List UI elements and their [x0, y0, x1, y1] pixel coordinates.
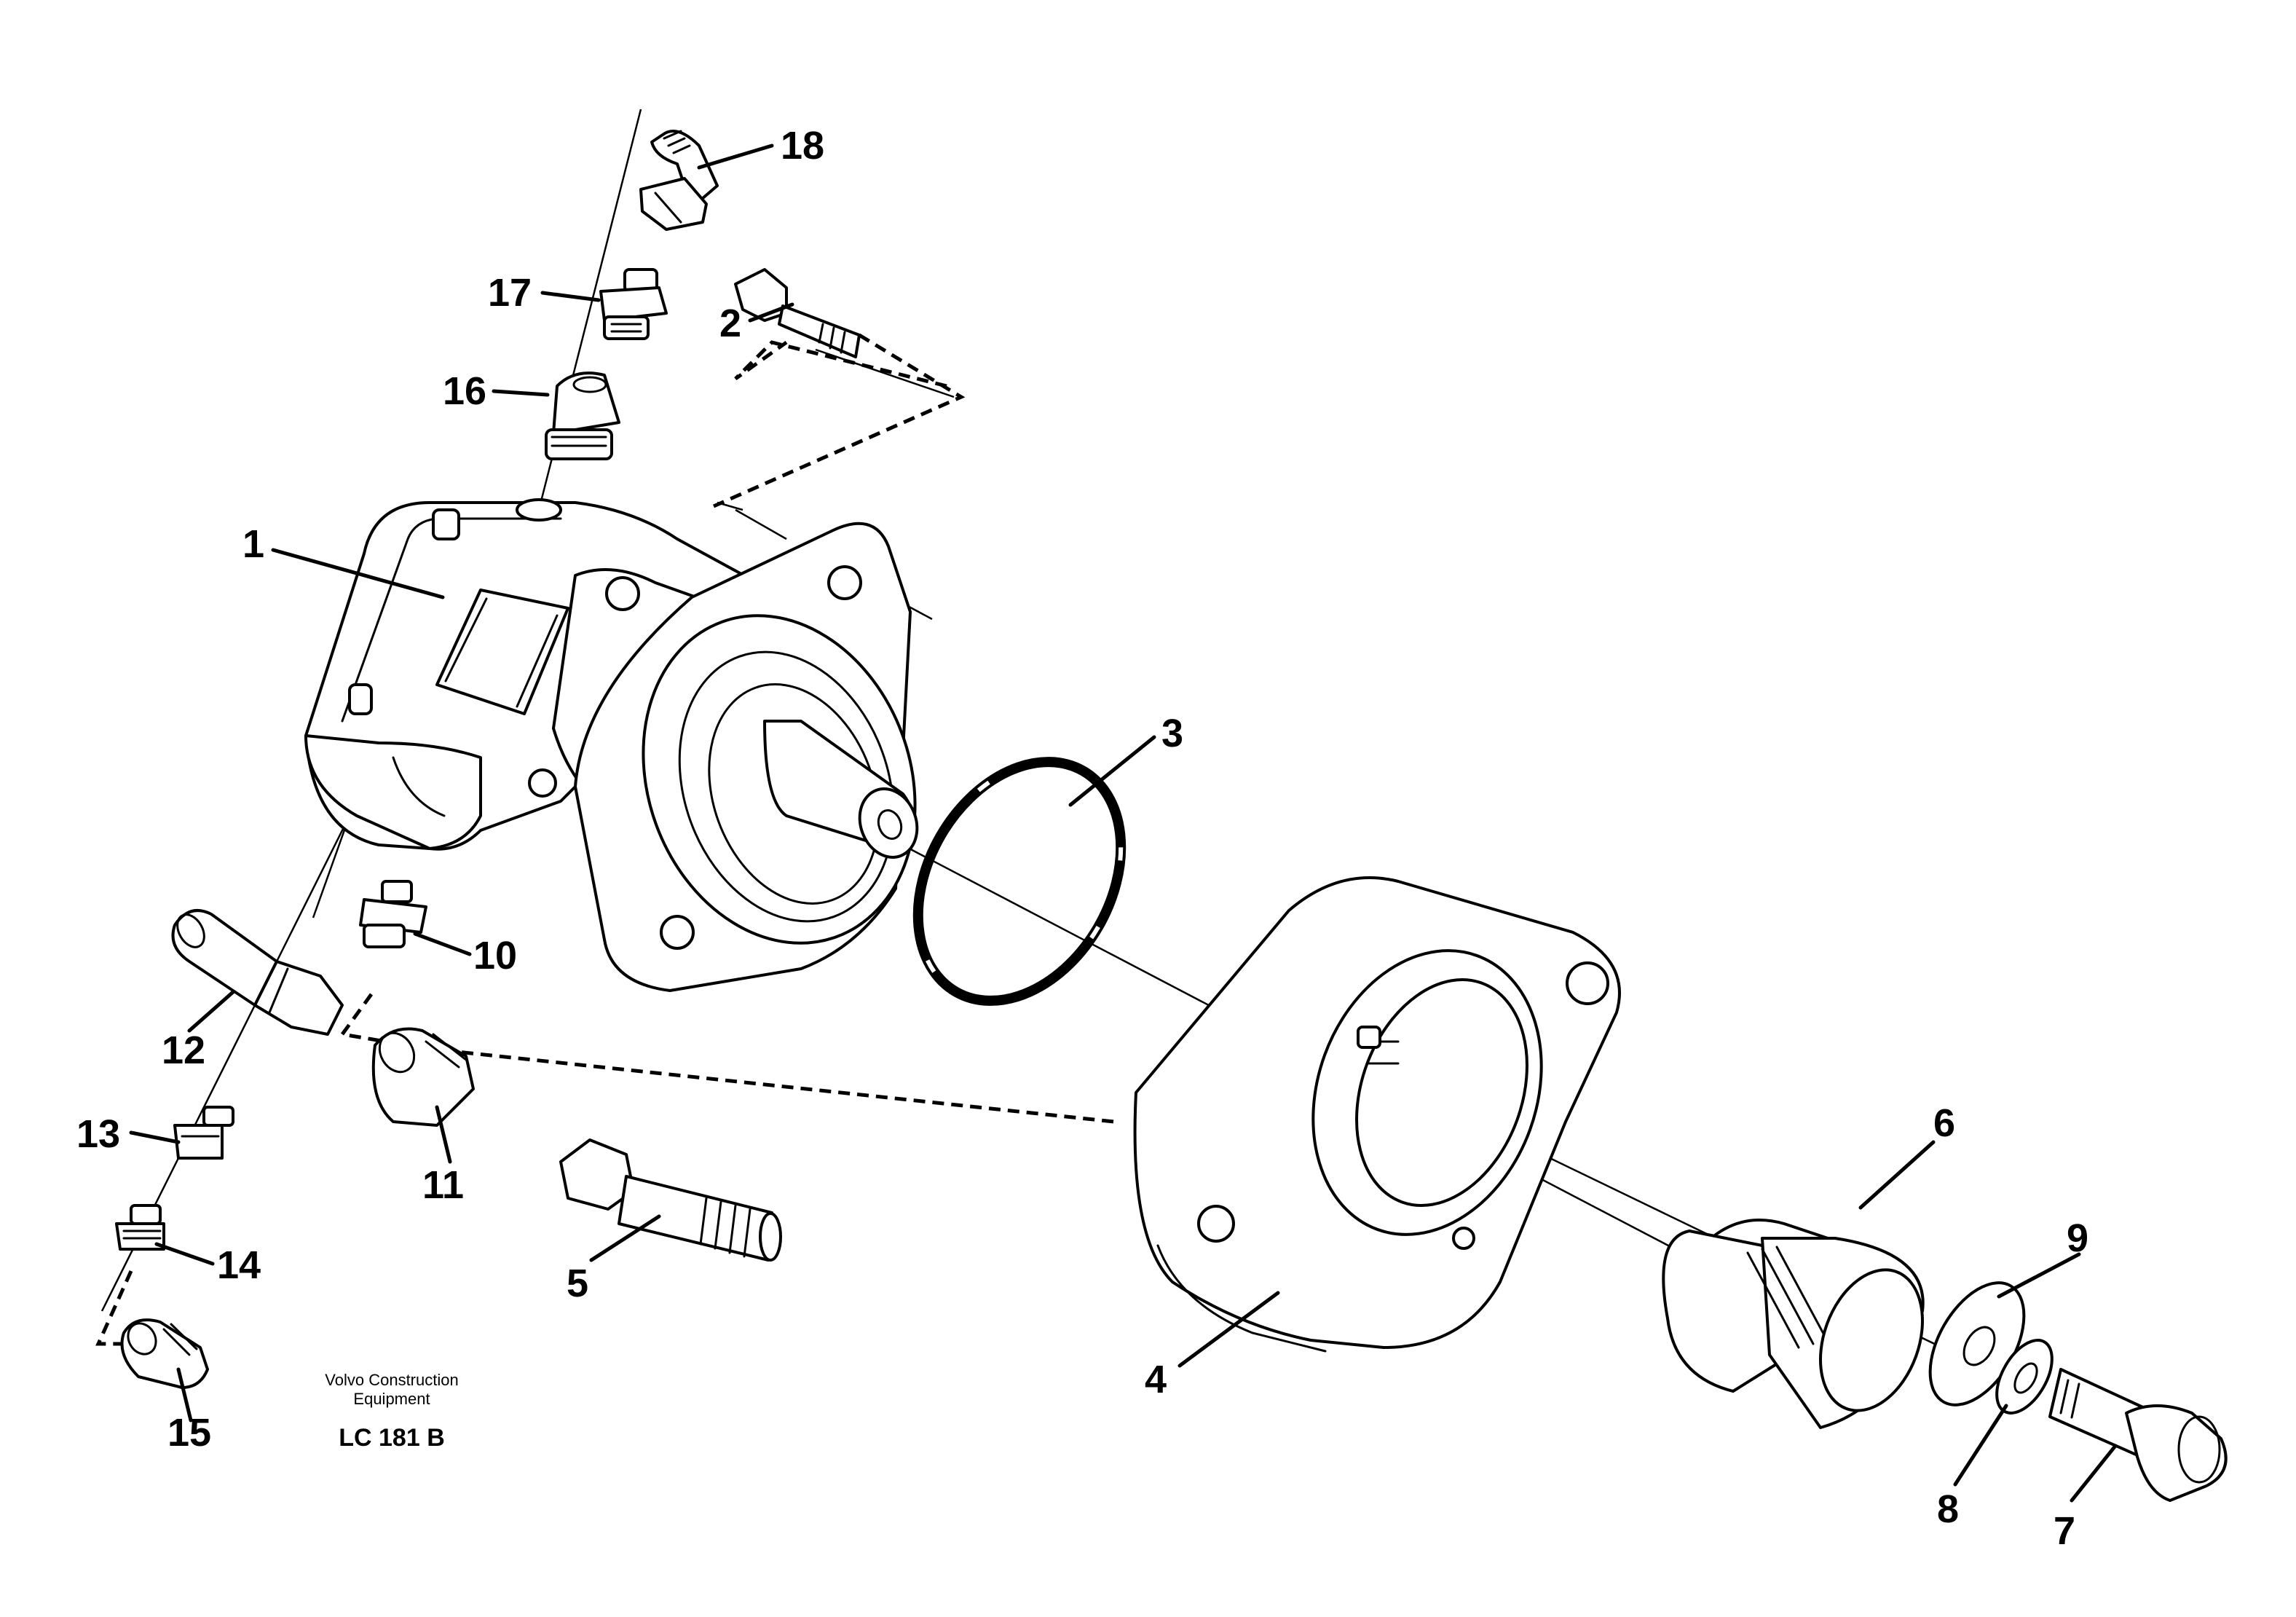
leader-lines: [129, 143, 2118, 1503]
callout-14: 14: [217, 1243, 261, 1287]
bolt-2: [734, 268, 861, 358]
caption-company-line2: Equipment: [353, 1390, 430, 1408]
nipple-14: [115, 1204, 165, 1251]
caption-company-line1: Volvo Construction: [325, 1371, 458, 1389]
adapter-16: [545, 371, 620, 460]
o-ring-3: [912, 757, 1127, 1006]
gear-coupling-6: [1662, 1219, 1925, 1429]
bolt-5: [559, 1138, 782, 1262]
callout-17: 17: [488, 271, 532, 315]
callout-7: 7: [2054, 1509, 2075, 1553]
callout-13: 13: [76, 1112, 120, 1156]
nipple-17: [599, 268, 668, 340]
drawing-code: LC 181 B: [339, 1424, 445, 1452]
callout-3: 3: [1161, 712, 1183, 755]
elbow-11: [371, 1027, 475, 1127]
callout-4: 4: [1145, 1358, 1167, 1401]
callout-1: 1: [242, 522, 264, 566]
screw-7: [2048, 1368, 2228, 1502]
callout-11: 11: [422, 1163, 464, 1207]
callout-9: 9: [2067, 1216, 2088, 1260]
callout-10: 10: [473, 934, 517, 977]
nipple-13: [173, 1106, 234, 1160]
callout-12: 12: [162, 1028, 205, 1072]
callout-16: 16: [443, 369, 486, 413]
elbow-fitting-18: [639, 130, 719, 231]
adapter-flange-4: [1133, 876, 1621, 1353]
callout-5: 5: [567, 1262, 588, 1305]
straight-fitting-12: [171, 909, 344, 1036]
callout-18: 18: [781, 124, 824, 168]
callout-8: 8: [1937, 1487, 1959, 1531]
callout-6: 6: [1933, 1101, 1955, 1145]
nipple-10: [359, 880, 427, 948]
callout-2: 2: [719, 302, 741, 345]
callout-labels: 18 17 16 2 1 3 4 5 6 9 8 7 10 11 12 13 1…: [76, 124, 2088, 1553]
callout-15: 15: [167, 1411, 211, 1455]
elbow-15: [120, 1318, 209, 1389]
drawing-caption: Volvo Construction Equipment LC 181 B: [325, 1371, 458, 1452]
pump-motor-body-1: [304, 498, 919, 992]
